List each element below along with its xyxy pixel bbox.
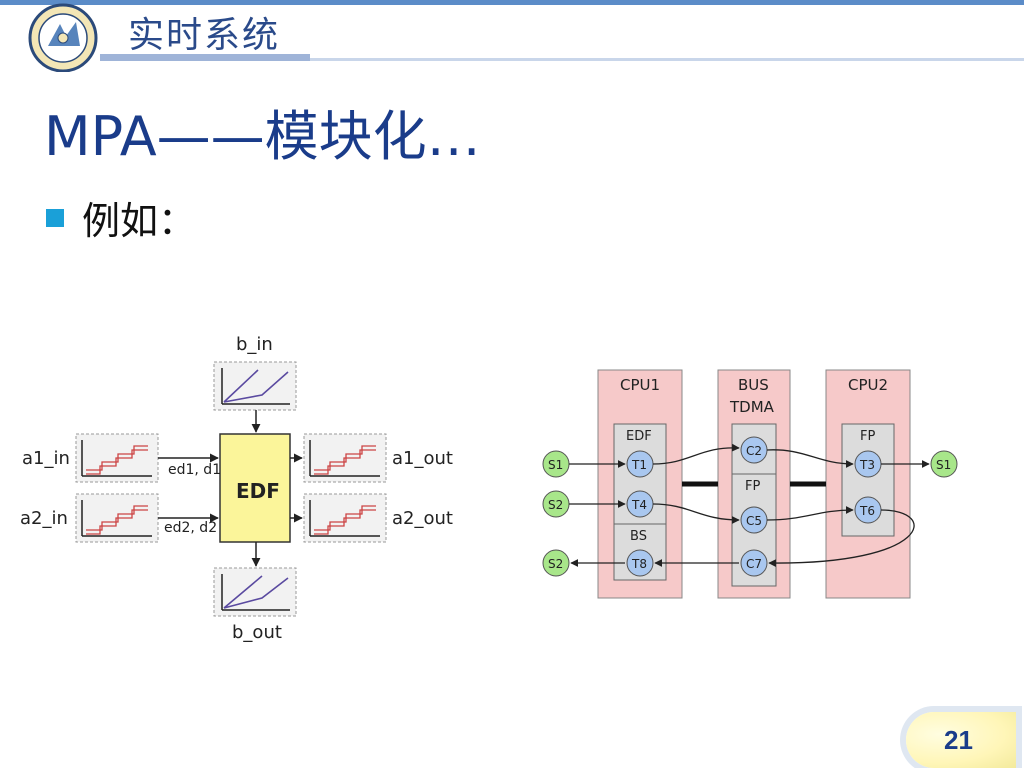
cpu1-label: CPU1 [620, 376, 660, 394]
node-c5-label: C5 [746, 514, 762, 528]
left-edf-diagram: b_in EDF a1_in ed1, d1 a2_in ed2, d2 [20, 334, 453, 643]
a2-out-curve-box [303, 493, 387, 543]
node-t4-label: T4 [631, 498, 647, 512]
a1-out-curve-box [303, 433, 387, 483]
node-s2-in-label: S2 [548, 498, 563, 512]
bus-label: BUS [738, 376, 769, 394]
node-c2-label: C2 [746, 444, 762, 458]
edge-label-2: ed2, d2 [164, 520, 217, 536]
b-out-label: b_out [232, 622, 282, 643]
a2-out-label: a2_out [392, 508, 453, 529]
node-t1-label: T1 [631, 458, 647, 472]
cpu2-fp-label: FP [860, 429, 875, 444]
edf-label: EDF [236, 479, 280, 503]
course-title: 实时系统 [128, 15, 281, 56]
cpu1-edf-label: EDF [626, 429, 652, 444]
page-number-badge [906, 712, 1016, 768]
edf-block [219, 433, 291, 543]
node-s1-out-label: S1 [936, 458, 951, 472]
bus-fp-label: FP [745, 479, 760, 494]
a2-in-label: a2_in [20, 508, 68, 529]
right-resource-diagram: CPU1 BUS TDMA CPU2 EDF BS FP FP S1 S2 S2… [542, 369, 958, 599]
square-bullet-icon [46, 208, 64, 227]
a1-in-label: a1_in [22, 448, 70, 469]
a2-in-curve-box [75, 493, 159, 543]
a1-in-curve-box [75, 433, 159, 483]
node-c7 [740, 549, 768, 577]
cpu2-label: CPU2 [848, 376, 888, 394]
a1-out-label: a1_out [392, 448, 453, 469]
node-t6-label: T6 [859, 504, 875, 518]
bus-sub-label: TDMA [729, 398, 775, 416]
header-rule [310, 58, 1024, 61]
bullet-text: 例如： [82, 199, 197, 243]
node-s1-in-label: S1 [548, 458, 563, 472]
node-c7-label: C7 [746, 557, 762, 571]
university-seal-logo [28, 3, 98, 72]
node-t8-label: T8 [631, 557, 647, 571]
bullet-item: 例如： [46, 190, 196, 245]
node-s2-out-label: S2 [548, 557, 563, 571]
cpu1-bs-label: BS [630, 529, 647, 544]
b-in-curve-box [213, 361, 297, 411]
b-in-label: b_in [236, 334, 273, 355]
slide-title: MPA——模块化… [44, 105, 481, 168]
page-number: 21 [944, 725, 973, 755]
node-t3-label: T3 [859, 458, 875, 472]
header-underline [100, 54, 310, 61]
top-rule [0, 0, 1024, 5]
edge-label-1: ed1, d1 [168, 462, 221, 478]
node-s2-out [542, 549, 570, 577]
node-t8 [626, 549, 654, 577]
node-s1-out [930, 450, 958, 478]
b-out-curve-box [213, 567, 297, 617]
